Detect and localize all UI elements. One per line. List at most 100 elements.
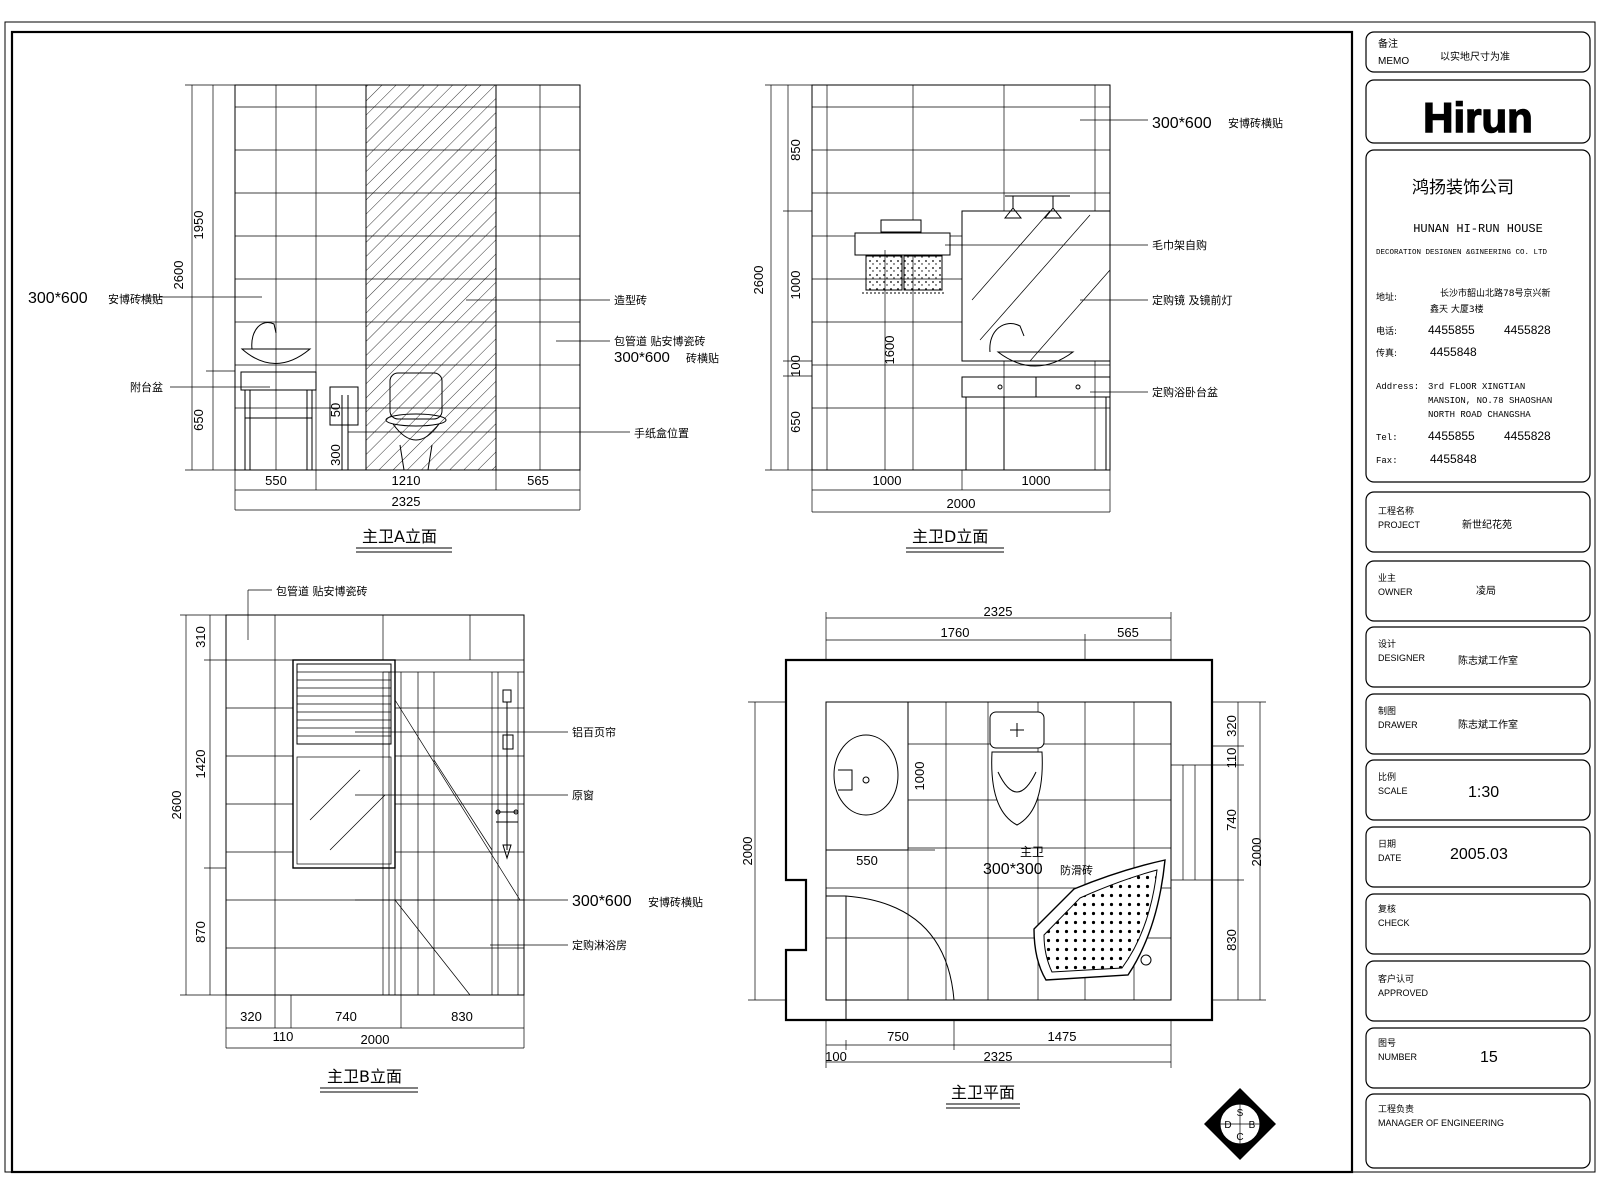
label-pipe-b: 包管道 贴安博瓷砖 — [276, 584, 368, 598]
tb-addr-cn-1: 长沙市韶山北路78号京兴新 — [1440, 287, 1550, 299]
paper-holder — [329, 386, 359, 470]
tb-number-en: NUMBER — [1378, 1052, 1418, 1062]
shower-enclosure — [382, 671, 524, 996]
label-mirror: 定购镜 及镜前灯 — [1152, 293, 1233, 307]
tb-date-en: DATE — [1378, 853, 1401, 863]
dim-100: 100 — [788, 355, 803, 377]
shower-fixture — [495, 689, 519, 860]
dim-plan-1760: 1760 — [941, 625, 970, 640]
elevation-b: 310 1420 2600 870 320 740 830 110 2000 包… — [169, 584, 703, 1093]
tb-number-value: 15 — [1480, 1049, 1498, 1066]
tb-logo: Hirun — [1423, 94, 1533, 141]
label-tile-b: 300*600 — [572, 893, 632, 910]
dim-plan-550: 550 — [856, 853, 878, 868]
stamp-left: D — [1224, 1120, 1231, 1131]
tb-address-2: MANSION, NO.78 SHAOSHAN — [1428, 396, 1552, 406]
label-paper-holder: 手纸盒位置 — [634, 426, 689, 440]
dim-plan-750: 750 — [887, 1029, 909, 1044]
dim-650: 650 — [191, 409, 206, 431]
tb-scale-box — [1365, 759, 1591, 821]
plan-shower-tray — [1033, 859, 1166, 981]
title-view-a: 主卫A立面 — [362, 527, 437, 546]
tb-fax-cn-label: 传真: — [1376, 347, 1397, 359]
label-room: 主卫 — [1020, 845, 1044, 859]
tb-manager-en: MANAGER OF ENGINEERING — [1378, 1118, 1504, 1128]
mirror — [961, 210, 1111, 362]
tb-company-cn: 鸿扬装饰公司 — [1412, 178, 1514, 198]
tb-date-value: 2005.03 — [1450, 846, 1508, 863]
dim-plan-830: 830 — [1224, 929, 1239, 951]
tb-fax-1-cn: 4455848 — [1430, 345, 1477, 359]
tb-date-cn: 日期 — [1378, 839, 1396, 850]
tb-scale-cn: 比例 — [1378, 771, 1396, 783]
tb-tel-2: 4455828 — [1504, 429, 1551, 443]
dim-1210: 1210 — [392, 473, 421, 488]
dim-plan-1475: 1475 — [1048, 1029, 1077, 1044]
tb-check-en: CHECK — [1378, 918, 1410, 928]
label-tile-cn-a: 安博砖横贴 — [108, 292, 163, 306]
label-tile-a: 300*600 — [28, 290, 88, 307]
plan-toilet — [989, 711, 1045, 826]
tb-memo-box — [1365, 31, 1591, 73]
dim-plan-top-2325: 2325 — [984, 604, 1013, 619]
north-stamp: S D B C — [1204, 1088, 1276, 1160]
dim-2000-d: 2000 — [947, 496, 976, 511]
dim-565: 565 — [527, 473, 549, 488]
tb-designer-cn: 设计 — [1378, 638, 1396, 650]
tb-owner-en: OWNER — [1378, 587, 1413, 597]
tb-scale-en: SCALE — [1378, 786, 1408, 796]
label-pipe-a: 包管道 贴安博瓷砖 — [614, 334, 706, 348]
label-tile-cn-b: 安博砖横贴 — [648, 895, 703, 909]
drawing-border — [10, 30, 1354, 1174]
tb-scale-value: 1:30 — [1468, 784, 1499, 801]
label-towel-rack: 毛巾架自购 — [1152, 238, 1207, 252]
tb-addr-cn-2: 鑫天 大厦3楼 — [1430, 303, 1484, 315]
tb-tel-cn-label: 电话: — [1376, 325, 1397, 337]
dim-2600-d: 2600 — [751, 266, 766, 295]
elevation-a: 1950 2600 650 50 300 — [28, 84, 719, 553]
dim-plan-100: 100 — [825, 1049, 847, 1064]
dim-2600: 2600 — [171, 261, 186, 290]
stamp-right: B — [1249, 1120, 1256, 1131]
tb-number-cn: 图号 — [1378, 1038, 1396, 1049]
dim-830: 830 — [451, 1009, 473, 1024]
dim-1000-b: 1000 — [1022, 473, 1051, 488]
dim-plan-565: 565 — [1117, 625, 1139, 640]
label-feature-tile: 造型砖 — [614, 293, 647, 307]
dim-1000-v: 1000 — [788, 271, 803, 300]
label-tile-d: 300*600 — [1152, 115, 1212, 132]
dim-650-d: 650 — [788, 411, 803, 433]
tb-manager-box — [1365, 1093, 1591, 1169]
dim-plan-320: 320 — [1224, 715, 1239, 737]
toilet-elevation — [385, 372, 447, 471]
tb-company-en2: DECORATION DESIGNEN &GINEERING CO. LTD — [1376, 249, 1548, 257]
label-floor-tile-cn: 防滑砖 — [1060, 863, 1093, 877]
elevation-d: 850 2600 1000 100 650 1600 1000 1000 200… — [751, 84, 1283, 553]
tb-tel-1-cn: 4455855 — [1428, 323, 1475, 337]
tb-address-3: NORTH ROAD CHANGSHA — [1428, 410, 1531, 420]
dim-plan-right-2000: 2000 — [1249, 838, 1264, 867]
plan-vanity — [825, 701, 909, 851]
tb-approved-cn: 客户认可 — [1378, 973, 1414, 985]
tb-project-box — [1365, 491, 1591, 553]
tb-project-value: 新世纪花苑 — [1462, 518, 1512, 531]
mirror-lamps — [1003, 195, 1070, 219]
towel-rack — [854, 219, 951, 294]
label-blind: 铝百页帘 — [572, 725, 616, 739]
label-tile2-cn-a: 砖横贴 — [686, 351, 719, 365]
tb-drawer-value: 陈志斌工作室 — [1458, 718, 1518, 731]
tb-address-1: 3rd FLOOR XINGTIAN — [1428, 382, 1525, 392]
tb-check-cn: 复核 — [1378, 903, 1396, 915]
tb-tel-1: 4455855 — [1428, 429, 1475, 443]
tb-approved-en: APPROVED — [1378, 988, 1429, 998]
title-view-d: 主卫D立面 — [912, 527, 988, 546]
tb-owner-cn: 业主 — [1378, 572, 1396, 584]
outer-border — [4, 21, 1596, 1173]
label-tile-cn-d: 安博砖横贴 — [1228, 116, 1283, 130]
dim-1950: 1950 — [191, 211, 206, 240]
dim-850: 850 — [788, 139, 803, 161]
dim-2325: 2325 — [392, 494, 421, 509]
dim-1420: 1420 — [193, 750, 208, 779]
tb-project-en: PROJECT — [1378, 520, 1421, 530]
tb-addr-cn-label: 地址: — [1376, 291, 1397, 303]
